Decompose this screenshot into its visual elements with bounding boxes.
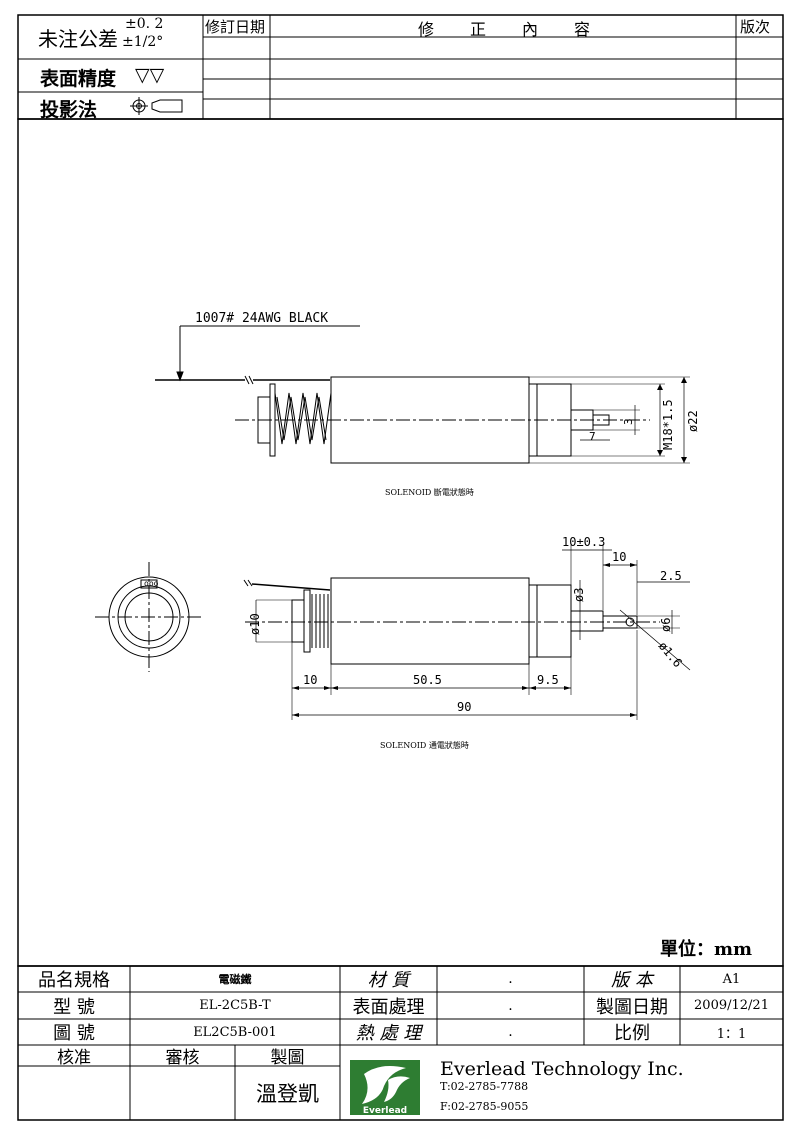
dim-90: 90 (457, 700, 471, 714)
label-scale: 比例 (614, 1023, 650, 1044)
value-material: . (508, 971, 513, 987)
label-drawing-date: 製圖日期 (596, 996, 668, 1018)
label-product-name: 品名規格 (38, 970, 110, 991)
value-version: A1 (722, 971, 741, 987)
value-scale: 1：1 (716, 1026, 747, 1042)
company-phone: T:02-2785-7788 (440, 1080, 529, 1093)
caption-off: SOLENOID 斷電狀態時 (385, 487, 474, 497)
label-drawing-number: 圖 號 (53, 1023, 95, 1044)
revision-date-label: 修訂日期 (205, 18, 266, 36)
dim-10-tol: 10±0.3 (562, 535, 605, 549)
dim-10-bottom: 10 (303, 673, 317, 687)
wire-label: 1007# 24AWG BLACK (195, 311, 328, 326)
logo-text: Everlead (363, 1106, 407, 1115)
label-review: 審核 (165, 1048, 200, 1068)
dim-2-5: 2.5 (660, 569, 682, 583)
surface-finish-label: 表面精度 (40, 68, 117, 90)
terminal-label: ooo (144, 579, 159, 588)
company-fax: F:02-2785-9055 (440, 1100, 529, 1113)
dim-50-5: 50.5 (413, 673, 442, 687)
revision-content-char-4: 容 (574, 20, 591, 39)
units-label: 單位：mm (660, 939, 753, 960)
dim-7: 7 (589, 430, 596, 443)
value-product-name: 電磁鐵 (218, 973, 252, 986)
label-drawer: 製圖 (270, 1048, 305, 1068)
tolerance-linear: ±0. 2 (125, 16, 164, 32)
label-heat-treatment: 熱 處 理 (355, 1023, 422, 1044)
solenoid-off-view: 1007# 24AWG BLACK M18*1.5 ø22 3 7 SOLENO… (155, 311, 700, 497)
value-heat-treatment: . (508, 1024, 513, 1040)
company-name: Everlead Technology Inc. (440, 1058, 684, 1080)
projection-symbol (130, 97, 183, 115)
dim-10-top: 10 (612, 550, 626, 564)
projection-label: 投影法 (40, 99, 98, 121)
label-material: 材 質 (367, 970, 410, 991)
caption-on: SOLENOID 通電狀態時 (380, 740, 469, 750)
revision-version-label: 版次 (740, 18, 771, 36)
label-surface-treatment: 表面處理 (352, 996, 425, 1018)
value-model: EL-2C5B-T (199, 998, 271, 1013)
drawer-name: 溫登凱 (256, 1082, 319, 1106)
dim-9-5: 9.5 (537, 673, 559, 687)
revision-content-char-1: 修 (418, 20, 435, 39)
value-surface-treatment: . (508, 997, 513, 1014)
everlead-logo: Everlead (350, 1060, 420, 1115)
revision-content-char-3: 內 (522, 20, 539, 39)
dim-d3: ø3 (572, 588, 586, 602)
dim-3: 3 (622, 418, 635, 425)
value-drawing-date: 2009/12/21 (694, 998, 769, 1013)
dim-d10: ø10 (248, 613, 262, 635)
dim-diameter-22: ø22 (686, 410, 700, 432)
dim-d6: ø6 (659, 618, 673, 632)
surface-finish-symbol: ▽▽ (135, 64, 165, 86)
label-version: 版 本 (611, 970, 653, 991)
tolerance-label: 未注公差 (38, 27, 118, 51)
dim-thread: M18*1.5 (661, 399, 675, 450)
tolerance-angular: ±1/2° (122, 34, 164, 50)
solenoid-on-view: ooo 10±0.3 10 2.5 ø3 ø6 ø1.6 ø10 10 50.5… (95, 535, 691, 750)
value-drawing-number: EL2C5B-001 (193, 1024, 277, 1040)
label-approve: 核准 (57, 1048, 91, 1068)
label-model: 型 號 (53, 996, 95, 1018)
revision-content-char-2: 正 (470, 20, 487, 39)
